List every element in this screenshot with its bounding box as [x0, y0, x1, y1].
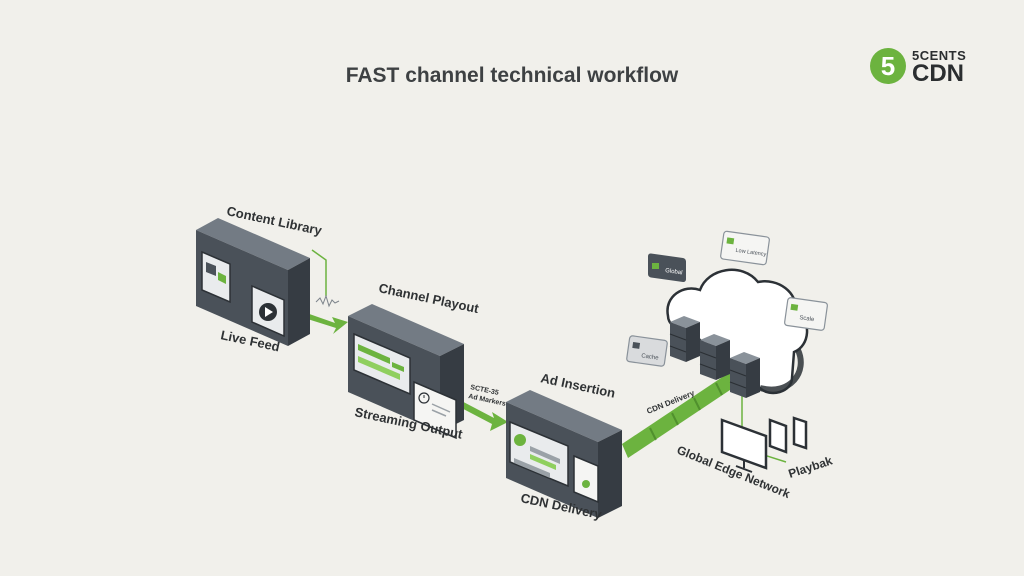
chip-low-latency: Low Latency [720, 230, 770, 266]
ad-screen [509, 420, 569, 488]
dollar-icon [514, 434, 526, 446]
logo-badge: 5 [870, 48, 906, 84]
playout-screen [353, 332, 411, 396]
content-library-box [196, 218, 310, 346]
server-stack-3 [729, 352, 760, 398]
cdn-delivery-beam [622, 372, 736, 458]
label-scte-2: Ad Markers [468, 393, 507, 408]
label-streaming-output: Streaming Output [353, 404, 464, 442]
label-playback: Playbak [787, 453, 835, 480]
chip-global-text: Global [665, 268, 683, 276]
channel-playout-box [348, 304, 464, 440]
edge-to-playback-line [741, 372, 787, 463]
label-global-edge-network: Global Edge Network [675, 443, 792, 501]
label-channel-playout: Channel Playout [377, 280, 480, 316]
server-stack-1 [669, 316, 700, 362]
ad-insertion-box [506, 390, 622, 518]
chip-cache: Cache [626, 335, 668, 367]
live-feed-waveform [315, 294, 340, 308]
playback-devices [720, 416, 808, 473]
chip-scale-text: Scale [799, 315, 815, 323]
label-scte-1: SCTE-35 [470, 384, 500, 397]
label-cdn-delivery-bottom: CDN Delivery [519, 490, 603, 522]
arrow-playout-to-ad [450, 396, 508, 431]
phone-icon [792, 416, 808, 450]
feature-chips: Global Low Latency Scale Cache [626, 230, 828, 367]
flow-arrows [298, 249, 787, 463]
play-icon [259, 303, 277, 321]
brand-logo: 5 5CENTS CDN [870, 46, 980, 88]
logo-wordmark-bottom: CDN [912, 60, 964, 87]
label-cdn-delivery-link: CDN Delivery [645, 388, 696, 416]
clock-panel [413, 380, 457, 440]
beam-stripes [649, 382, 723, 441]
edge-up-arrow [733, 322, 741, 330]
diagram-labels: Content Library Live Feed Channel Playou… [219, 203, 834, 522]
tv-icon [720, 418, 768, 473]
chip-scale: Scale [784, 297, 828, 331]
logo-wordmark-top: 5CENTS [912, 48, 967, 63]
server-stack-2 [699, 334, 730, 380]
chip-cache-text: Cache [641, 353, 660, 361]
arrow-library-to-playout [298, 310, 348, 334]
tablet-icon [768, 418, 788, 454]
cloud-icon [666, 268, 809, 395]
chip-global: Global [648, 253, 686, 283]
label-live-feed: Live Feed [219, 327, 281, 354]
clock-icon [418, 392, 430, 404]
ad-sub-panel [573, 454, 599, 504]
cloud-network [666, 268, 809, 398]
page-title: FAST channel technical workflow [345, 64, 679, 87]
label-ad-insertion: Ad Insertion [539, 370, 616, 400]
live-player-screen [251, 284, 285, 338]
chip-low-latency-text: Low Latency [735, 248, 767, 258]
library-screen [201, 250, 231, 304]
label-content-library: Content Library [225, 203, 324, 238]
live-feed-line [311, 249, 327, 296]
